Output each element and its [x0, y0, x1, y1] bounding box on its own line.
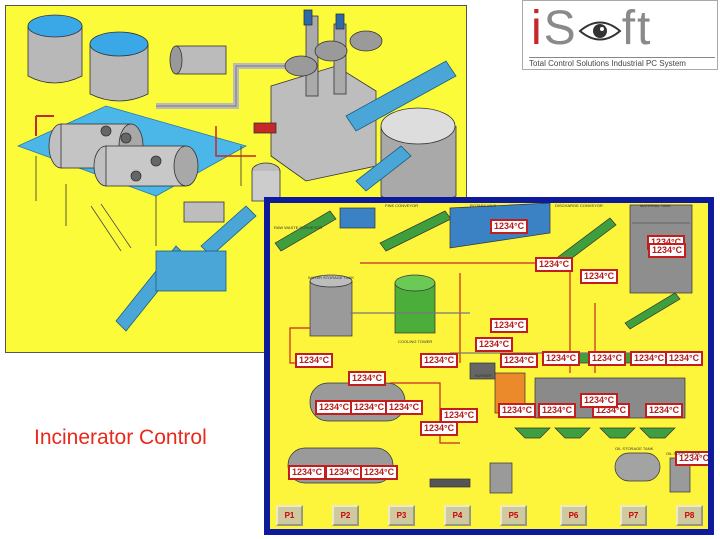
temperature-readout: 1234°C	[675, 451, 708, 466]
equipment-tag: BURNER	[475, 373, 492, 378]
temperature-readout: 1234°C	[665, 351, 704, 366]
temperature-readout: 1234°C	[420, 353, 459, 368]
equipment-tag: MATERIAL TANK	[640, 203, 671, 208]
equipment-tag: RAW WASTE CONVEYOR	[274, 225, 323, 230]
page-button-p1[interactable]: P1	[276, 505, 303, 526]
page-button-p4[interactable]: P4	[444, 505, 471, 526]
temperature-readout: 1234°C	[498, 403, 537, 418]
page-button-p2[interactable]: P2	[332, 505, 359, 526]
temperature-readout: 1234°C	[295, 353, 334, 368]
equipment-tag: DISCHARGE CONVEYOR	[555, 203, 603, 208]
temperature-readout: 1234°C	[542, 351, 581, 366]
isometric-plant-view	[5, 5, 467, 353]
temperature-readout: 1234°C	[645, 403, 684, 418]
page-button-p6[interactable]: P6	[560, 505, 587, 526]
hmi-process-diagram: 1234°C 1234°C 1234°C 1234°C 1234°C 1234°…	[270, 203, 708, 529]
temperature-readout: 1234°C	[440, 408, 479, 423]
logo-letter-i: i	[531, 2, 544, 55]
temperature-readout: 1234°C	[580, 269, 619, 284]
temperature-readout: 1234°C	[350, 400, 389, 415]
temperature-readout: 1234°C	[490, 219, 529, 234]
temperature-readout: 1234°C	[315, 400, 354, 415]
temperature-readout: 1234°C	[475, 337, 514, 352]
page-button-p3[interactable]: P3	[388, 505, 415, 526]
isometric-plant-drawing	[16, 9, 457, 332]
temperature-readout: 1234°C	[360, 465, 399, 480]
temperature-readout: 1234°C	[630, 351, 669, 366]
logo-letter-s: S	[543, 2, 578, 55]
equipment-tag: ROTARY KILN	[470, 203, 497, 208]
temperature-readout: 1234°C	[420, 421, 459, 436]
temperature-readout: 1234°C	[288, 465, 327, 480]
temperature-readout: 1234°C	[500, 353, 539, 368]
temperature-readout: 1234°C	[538, 403, 577, 418]
temperature-readout: 1234°C	[535, 257, 574, 272]
temperature-readout: 1234°C	[648, 243, 687, 258]
logo-letters-ft: ft	[621, 2, 653, 55]
temperature-readout: 1234°C	[325, 465, 364, 480]
logo-tagline: Total Control Solutions Industrial PC Sy…	[529, 57, 715, 68]
hmi-screen: 1234°C 1234°C 1234°C 1234°C 1234°C 1234°…	[264, 197, 714, 535]
equipment-tag: OIL SUPPLY TANK	[666, 451, 701, 456]
page-title: Incinerator Control	[34, 426, 207, 449]
equipment-tag: COOLING TOWER	[398, 339, 433, 344]
temperature-readout: 1234°C	[580, 393, 619, 408]
equipment-tag: FINE CONVEYOR	[385, 203, 419, 208]
page-button-p5[interactable]: P5	[500, 505, 527, 526]
equipment-tag: OIL STORAGE TANK	[615, 446, 654, 451]
temperature-readout: 1234°C	[588, 351, 627, 366]
hmi-process-drawing	[274, 203, 693, 494]
equipment-tag: WATER STORAGE TANK	[308, 275, 355, 280]
temperature-readout: 1234°C	[490, 318, 529, 333]
temperature-readout: 1234°C	[348, 371, 387, 386]
page-button-p7[interactable]: P7	[620, 505, 647, 526]
page-button-p8[interactable]: P8	[676, 505, 703, 526]
temperature-readout: 1234°C	[385, 400, 424, 415]
eye-icon	[578, 21, 622, 41]
